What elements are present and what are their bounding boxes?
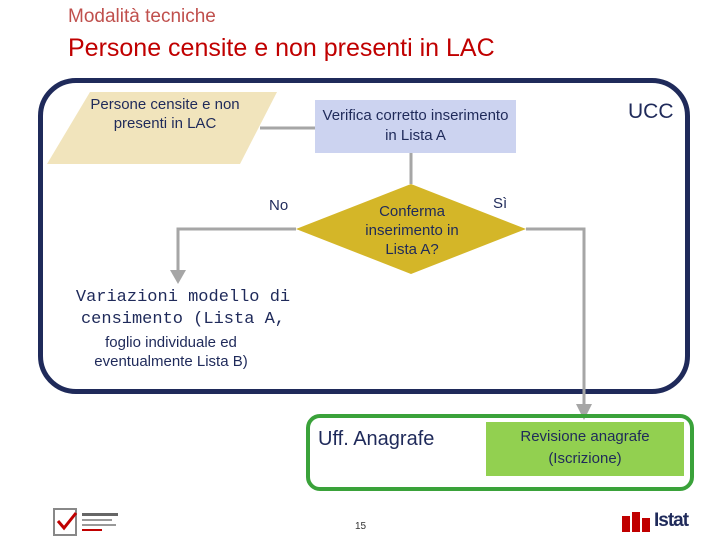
arrow-decision-yes — [526, 227, 586, 408]
variation-text-line2: foglio individuale ed eventualmente List… — [94, 334, 248, 370]
input-parallelogram — [47, 92, 277, 164]
arrowhead-yes — [576, 404, 592, 420]
process-box-text: Verifica corretto inserimento in Lista A — [322, 107, 509, 144]
arrow-decision-no — [176, 227, 296, 274]
decision-diamond — [296, 184, 526, 274]
slide-subtitle: Modalità tecniche — [68, 6, 216, 27]
anagrafe-office-label: Uff. Anagrafe — [318, 428, 435, 450]
slide-title: Persone censite e non presenti in LAC — [68, 34, 495, 62]
branch-yes-label: Sì — [493, 195, 508, 212]
ucc-container — [38, 78, 690, 394]
variation-box — [72, 285, 265, 377]
arrowhead-no — [170, 270, 186, 284]
ucc-label: UCC — [628, 100, 674, 123]
istat-logo-text: Istat — [654, 510, 689, 531]
istat-logo-icon — [622, 512, 650, 532]
decision-text: Conferma inserimento in Lista A? — [365, 203, 459, 258]
page-number: 15 — [355, 521, 367, 532]
input-parallelogram-text: Persone censite e non presenti in LAC — [90, 96, 240, 132]
branch-no-label: No — [269, 197, 289, 214]
process-box — [315, 100, 516, 153]
censimento-logo — [53, 508, 118, 536]
anagrafe-office-box — [306, 414, 694, 491]
revision-box-text: Revisione anagrafe (Iscrizione) — [520, 428, 650, 467]
revision-box — [486, 422, 684, 476]
variation-text-line1: Variazioni modello di censimento (Lista … — [75, 288, 291, 329]
